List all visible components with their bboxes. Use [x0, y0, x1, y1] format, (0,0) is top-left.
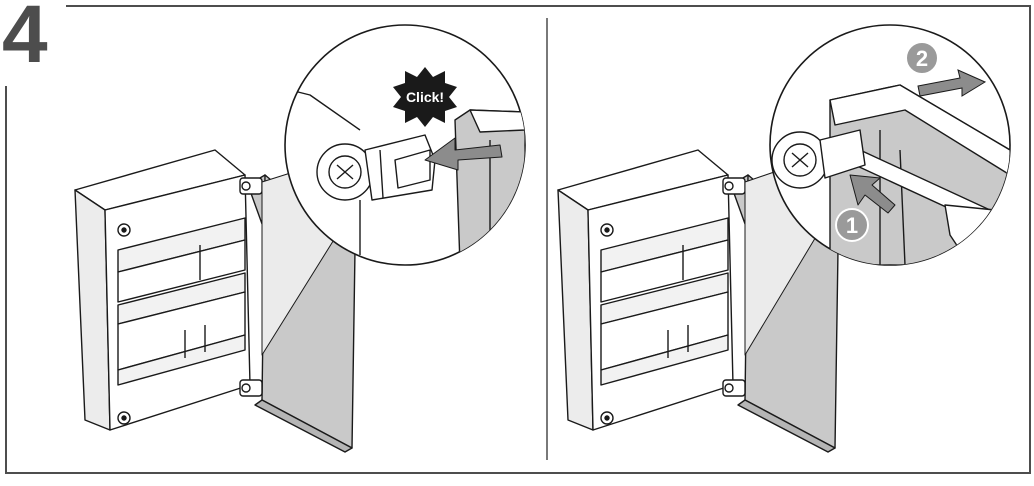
panel-frame: [5, 5, 1031, 474]
right-illustration: [557, 149, 839, 453]
click-label: Click!: [406, 89, 444, 105]
click-burst: [393, 67, 457, 127]
right-zoom-detail: 1 2: [769, 24, 1011, 266]
left-zoom-detail: Click!: [284, 24, 526, 266]
enclosure-box: [557, 149, 734, 431]
step-number: 4: [2, 0, 48, 80]
marker-1-badge: [835, 208, 869, 242]
push-arrow: [424, 137, 503, 171]
left-illustration: [74, 149, 356, 453]
marker-2-badge: [905, 41, 939, 75]
enclosure-box: [74, 149, 251, 431]
arrow-step-1: [849, 174, 896, 214]
marker-2-label: 2: [916, 46, 928, 71]
marker-1-label: 1: [846, 213, 858, 238]
arrow-step-2: [917, 69, 987, 97]
